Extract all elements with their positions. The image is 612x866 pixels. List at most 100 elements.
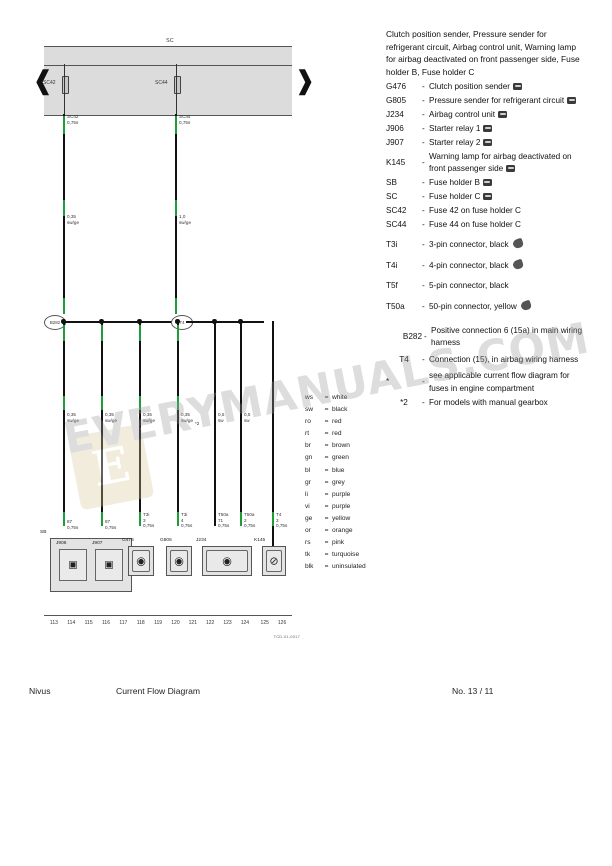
branch-label-4: 0,35 sw/ge <box>181 412 194 423</box>
branch-wire-4 <box>177 321 179 526</box>
colour-key-row: gn=green <box>305 452 366 464</box>
plug-icon <box>511 238 524 250</box>
colour-eq: = <box>324 478 329 486</box>
component-g476-body: ◉ <box>132 550 150 572</box>
legend-desc: Fuse holder C <box>429 192 481 202</box>
fuse-holder-sb: ▣ ▣ <box>50 538 132 592</box>
legend-item-t5f: T5f - 5-pin connector, black <box>386 280 586 292</box>
legend-desc: 3-pin connector, black <box>429 240 509 250</box>
component-g805: ◉ <box>166 546 192 576</box>
connector-icon <box>482 179 492 187</box>
fuse-holder-sc <box>44 46 292 116</box>
legend-desc: Starter relay 2 <box>429 138 481 147</box>
wiring-diagram: SC ❰ ❱ SC42 SC44 SC42 0,75s SC44 0,75s 0… <box>32 30 316 650</box>
pin-label-j906: 87 0,75s <box>67 519 79 530</box>
legend-code: G805 <box>386 96 407 106</box>
connector-icon <box>483 193 493 201</box>
relay-j906: ▣ <box>59 549 87 581</box>
connector-icon <box>513 83 523 91</box>
colour-abbr: ge <box>305 514 313 522</box>
colour-key-row: sw=black <box>305 404 366 416</box>
colour-name: green <box>332 454 349 462</box>
legend-desc: 50-pin connector, yellow <box>429 301 517 311</box>
colour-name: purple <box>332 502 351 510</box>
legend-dash: - <box>422 354 425 364</box>
footer-title: Current Flow Diagram <box>116 686 201 696</box>
legend-text: 5-pin connector, black <box>429 281 509 291</box>
colour-eq: = <box>324 430 329 438</box>
legend-dash: - <box>422 178 425 188</box>
fuse-sc44 <box>174 76 181 94</box>
colour-eq: = <box>324 454 329 462</box>
legend-code: * <box>386 377 390 387</box>
control-unit-icon: ◉ <box>222 554 232 568</box>
colour-abbr: rt <box>305 430 310 438</box>
colour-abbr: vi <box>305 502 310 510</box>
legend-text: 50-pin connector, yellow <box>429 299 586 313</box>
component-tag-j907: J907 <box>92 541 103 546</box>
branch-wire-5 <box>214 321 216 526</box>
colour-abbr: sw <box>305 406 314 414</box>
busbar-wire-right <box>176 64 178 116</box>
busbar-label: SC <box>166 38 174 44</box>
legend-text: Connection (15), in airbag wiring harnes… <box>429 354 579 364</box>
legend-item-asterisk2: *2 - For models with manual gearbox <box>386 397 586 409</box>
pin-label-j234-b: T50a 2 0,75s <box>244 512 256 529</box>
colour-name: white <box>332 394 348 401</box>
legend-code: K145 <box>386 158 406 168</box>
colour-eq: = <box>324 563 329 571</box>
component-k145-body: ⊘ <box>266 550 282 572</box>
branch-label-6: 0,5 sw <box>244 412 251 423</box>
branch-label-3: 0,35 sw/ge <box>143 412 156 423</box>
component-j234-body: ◉ <box>206 550 248 572</box>
legend-text: Pressure sender for refrigerant circuit <box>429 95 586 107</box>
legend-text: Warning lamp for airbag deactivated on f… <box>429 151 586 176</box>
legend-item-j906: J906 - Starter relay 1 <box>386 123 586 135</box>
tick: 114 <box>67 620 76 626</box>
legend-dash: - <box>422 158 425 168</box>
legend-dash: - <box>422 377 425 387</box>
legend-desc: Airbag control unit <box>429 110 495 120</box>
legend-item-t3i: T3i - 3-pin connector, black <box>386 238 586 251</box>
colour-eq: = <box>324 551 329 559</box>
legend-item-t4i: T4i - 4-pin connector, black <box>386 258 586 272</box>
legend-dash: - <box>422 124 425 134</box>
legend-dash: - <box>422 219 425 229</box>
colour-eq: = <box>324 394 329 401</box>
colour-abbr: rs <box>305 539 311 547</box>
pin-label-j907: 87 0,75s <box>105 519 117 530</box>
colour-key-row: bl=blue <box>305 465 366 477</box>
colour-eq: = <box>324 406 329 414</box>
component-tag-j906: J906 <box>56 541 67 546</box>
colour-name: brown <box>332 442 350 450</box>
component-j234: ◉ <box>202 546 252 576</box>
colour-key-row: ge=yellow <box>305 513 366 525</box>
colour-eq: = <box>324 418 329 426</box>
busbar-wire-left <box>64 64 66 116</box>
busbar-divider <box>44 65 292 66</box>
colour-abbr: bl <box>305 466 311 474</box>
colour-eq: = <box>324 514 329 522</box>
colour-abbr: br <box>305 442 311 450</box>
colour-key-row: tk=turquoise <box>305 549 366 561</box>
legend-title: Clutch position sender, Pressure sender … <box>386 29 580 77</box>
legend-code: SC42 <box>386 206 407 216</box>
legend-dash: - <box>422 281 425 291</box>
branch-wire-3-colorband-3 <box>139 512 141 526</box>
legend-dash: - <box>422 240 425 250</box>
colour-eq: = <box>324 490 329 498</box>
scale-rule <box>44 615 292 616</box>
legend-item-t4: T4 - Connection (15), in airbag wiring h… <box>386 354 586 366</box>
main-wire-left-colorband <box>63 116 65 134</box>
colour-key-row: or=orange <box>305 525 366 537</box>
pin-label-g476: T3i 3 0,75s <box>143 512 155 529</box>
branch-wire-1-colorband <box>63 325 65 341</box>
colour-name: orange <box>332 527 353 535</box>
relay-icon: ▣ <box>104 559 114 571</box>
legend-dash: - <box>422 206 425 216</box>
legend-desc: 4-pin connector, black <box>429 260 509 270</box>
colour-name: uninsulated <box>332 563 366 571</box>
legend-item-asterisk: * - see applicable current flow diagram … <box>386 370 586 395</box>
legend-code: SB <box>386 178 397 188</box>
fuse-sc42-label: SC42 <box>43 80 56 86</box>
